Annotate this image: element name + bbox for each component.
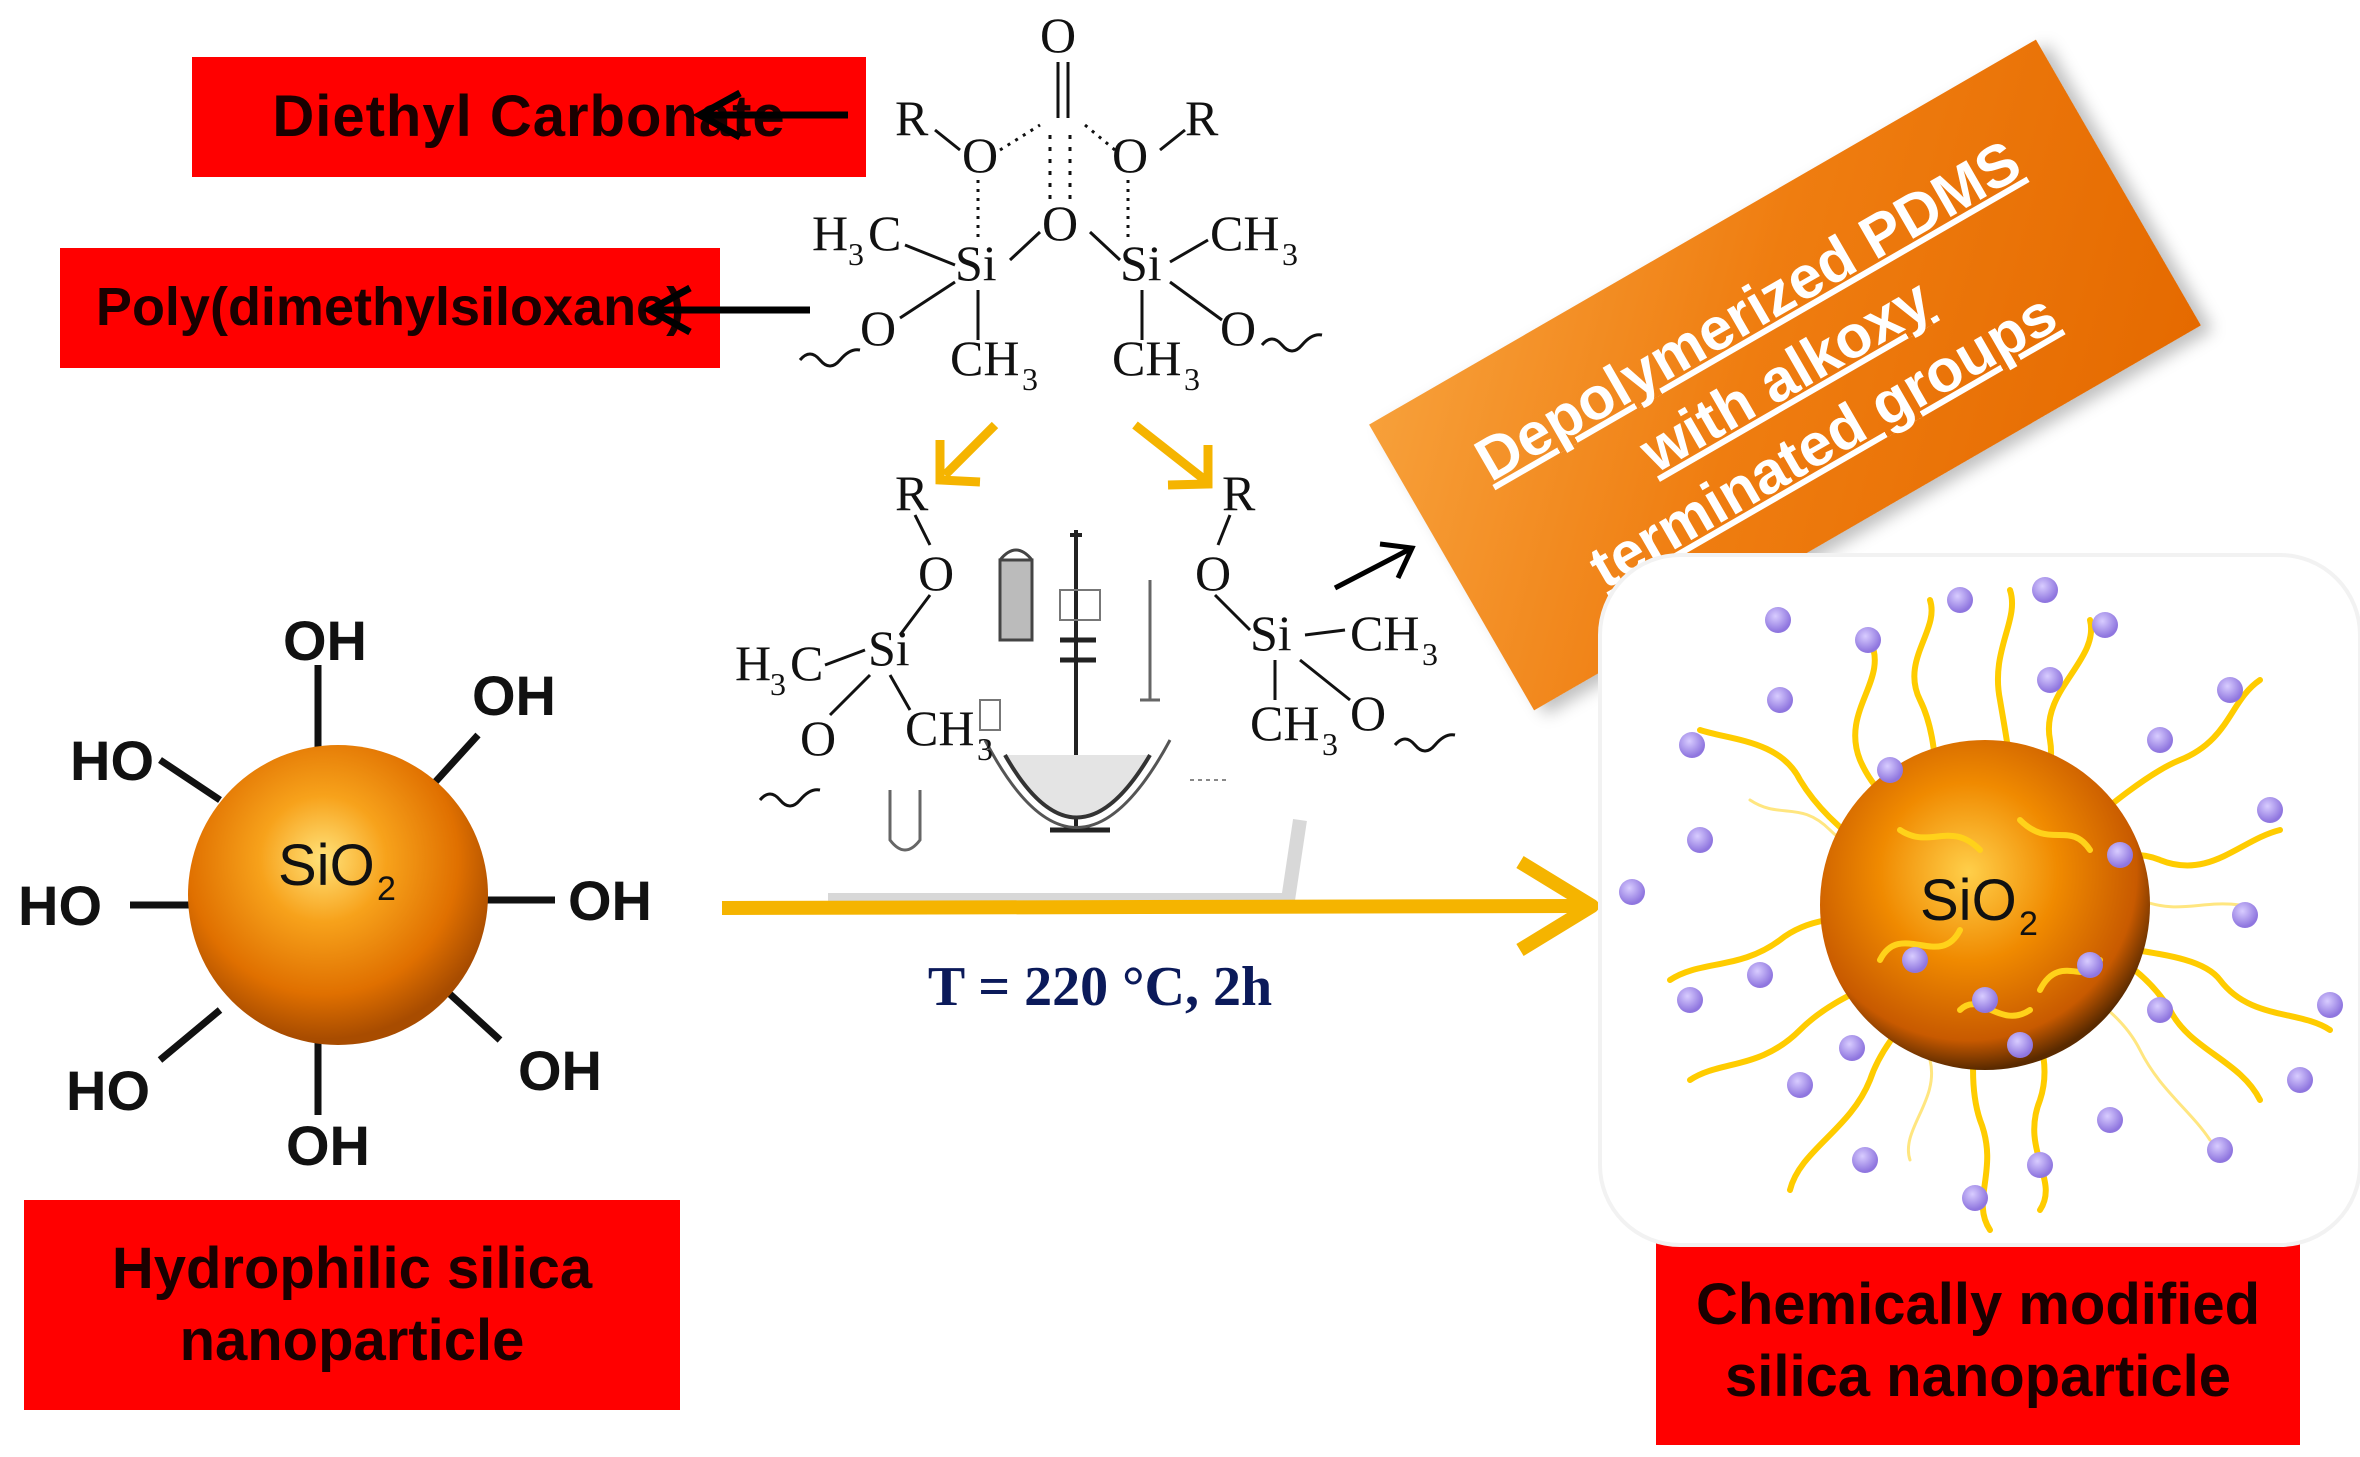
reaction-arrow: [721, 856, 1599, 956]
depolymerized-pdms-text: Depolymerized PDMS with alkoxy terminate…: [1463, 126, 2068, 601]
reaction-conditions: T = 220 °C, 2h: [927, 956, 1273, 1018]
svg-text:3: 3: [1022, 361, 1038, 397]
ho-top-left: HO: [70, 729, 154, 792]
label-pdms-text: Poly(dimethylsiloxane): [95, 277, 685, 338]
svg-text:2: 2: [377, 870, 396, 908]
svg-text:2: 2: [2019, 905, 2038, 943]
frag-right-o2: O: [1350, 685, 1386, 741]
svg-text:3: 3: [848, 236, 864, 272]
label-diethyl-carbonate: Diethyl Carbonate: [192, 57, 866, 177]
label-modified-silica: Chemically modified silica nanoparticle: [1656, 1237, 2300, 1445]
frag-left-o2: O: [800, 710, 836, 766]
label-hydrophilic-silica: Hydrophilic silica nanoparticle: [24, 1200, 680, 1410]
hydrophilic-sphere: [188, 745, 488, 1045]
top-ch3-lower-right: CH: [1112, 330, 1181, 386]
ho-bottom-left: HO: [66, 1059, 150, 1122]
modified-particle: SiO 2: [1598, 553, 2360, 1247]
frag-left-h: H: [735, 635, 771, 691]
svg-text:3: 3: [770, 666, 786, 702]
top-r-right: R: [1185, 90, 1219, 146]
fragment-right: R O Si CH 3 CH 3 O: [1195, 465, 1456, 762]
oh-bottom-right: OH: [518, 1039, 602, 1102]
top-ch3-right: CH: [1210, 205, 1279, 261]
top-o-lower-right: O: [1220, 300, 1256, 356]
top-o-left: O: [962, 127, 998, 183]
frag-right-r: R: [1222, 465, 1256, 521]
top-si-right: Si: [1120, 235, 1162, 291]
top-h-left: H: [812, 205, 848, 261]
frag-left-si: Si: [868, 620, 910, 676]
top-structure: O R R O O O Si Si H 3 C CH 3: [798, 7, 1323, 397]
fragment-left: R O Si H 3 C CH 3 O: [735, 465, 993, 808]
oh-top: OH: [283, 609, 367, 672]
svg-text:C: C: [868, 205, 901, 261]
label-hydrophilic-text: Hydrophilic silica nanoparticle: [111, 1235, 593, 1374]
yellow-arrow-left: [935, 421, 999, 487]
top-carbonyl-o: O: [1040, 7, 1076, 63]
modified-core-label: SiO: [1920, 868, 2017, 933]
svg-text:3: 3: [977, 731, 993, 767]
alkoxy-end-groups: [1619, 577, 2343, 1211]
reactor-illustration: [828, 520, 1307, 907]
oh-right: OH: [568, 869, 652, 932]
depolymerized-pdms-box: Depolymerized PDMS with alkoxy terminate…: [1369, 39, 2201, 711]
oh-top-right: OH: [472, 664, 556, 727]
yellow-arrow-right: [1132, 421, 1213, 490]
top-o-lower-left: O: [860, 300, 896, 356]
frag-left-o: O: [918, 545, 954, 601]
frag-left-ch3: CH: [905, 700, 974, 756]
hydrophilic-particle: SiO 2 OH OH HO HO OH HO OH OH: [18, 609, 652, 1177]
top-si-left: Si: [955, 235, 997, 291]
svg-text:3: 3: [1422, 636, 1438, 672]
frag-right-ch3: CH: [1350, 605, 1419, 661]
svg-text:C: C: [790, 635, 823, 691]
label-diethyl-carbonate-text: Diethyl Carbonate: [272, 83, 786, 149]
top-ch3-lower-left: CH: [950, 330, 1019, 386]
ho-left: HO: [18, 874, 102, 937]
svg-text:3: 3: [1282, 236, 1298, 272]
arrow-to-depolymerized: [1333, 541, 1416, 591]
label-pdms: Poly(dimethylsiloxane): [60, 248, 720, 368]
svg-text:3: 3: [1322, 726, 1338, 762]
frag-right-ch3-b: CH: [1250, 695, 1319, 751]
top-o-center: O: [1042, 195, 1078, 251]
frag-left-r: R: [895, 465, 929, 521]
top-o-right: O: [1112, 127, 1148, 183]
top-r-left: R: [895, 90, 929, 146]
svg-text:3: 3: [1184, 361, 1200, 397]
frag-right-si: Si: [1250, 605, 1292, 661]
modified-sphere: [1820, 740, 2150, 1070]
label-modified-text: Chemically modified silica nanoparticle: [1695, 1271, 2261, 1410]
oh-bottom: OH: [286, 1114, 370, 1177]
frag-right-o: O: [1195, 545, 1231, 601]
hydrophilic-core-label: SiO: [278, 833, 375, 898]
